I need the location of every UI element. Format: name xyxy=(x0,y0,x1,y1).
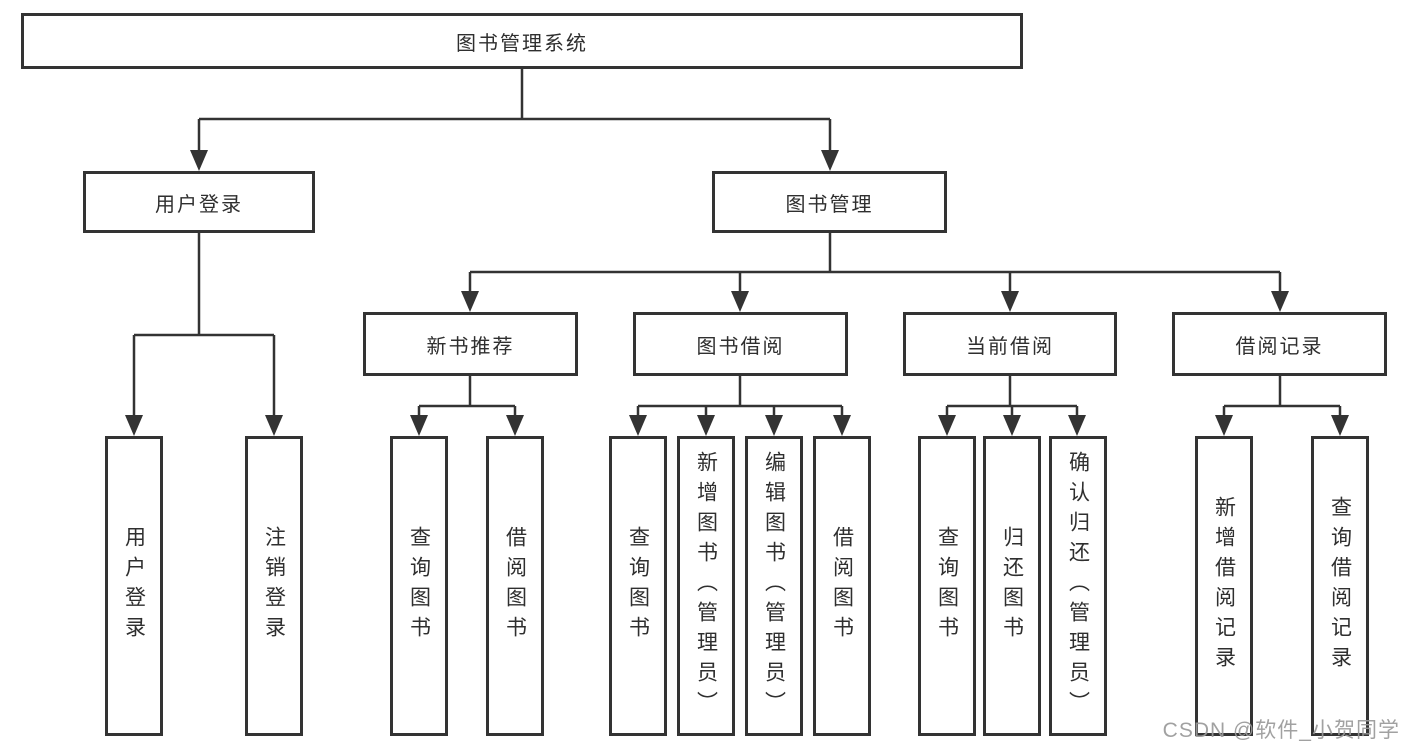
leaf-query-book-current-label: 查询图书 xyxy=(935,526,959,646)
node-user-login-label: 用户登录 xyxy=(155,193,243,216)
node-root-label: 图书管理系统 xyxy=(456,32,588,55)
leaf-edit-book-admin-label: 编辑图书（管理员） xyxy=(762,451,786,721)
leaf-user-login: 用户登录 xyxy=(105,436,163,736)
leaf-add-borrow-record: 新增借阅记录 xyxy=(1195,436,1253,736)
leaf-query-book-current: 查询图书 xyxy=(918,436,976,736)
leaf-borrow-book-label: 借阅图书 xyxy=(830,526,854,646)
leaf-query-book-recommend-label: 查询图书 xyxy=(407,526,431,646)
leaf-borrow-book-recommend-label: 借阅图书 xyxy=(503,526,527,646)
leaf-query-book-borrow-label: 查询图书 xyxy=(626,526,650,646)
csdn-watermark: CSDN @软件_小贺同学 xyxy=(1162,719,1400,742)
node-borrow-record-label: 借阅记录 xyxy=(1235,335,1324,358)
leaf-add-borrow-record-label: 新增借阅记录 xyxy=(1212,496,1236,676)
arrowheads xyxy=(125,150,1349,436)
node-current-borrow-label: 当前借阅 xyxy=(966,335,1054,358)
node-new-book-recommend: 新书推荐 xyxy=(363,312,578,376)
leaf-borrow-book-recommend: 借阅图书 xyxy=(486,436,544,736)
node-new-book-recommend-label: 新书推荐 xyxy=(426,335,515,358)
node-root: 图书管理系统 xyxy=(21,13,1023,69)
leaf-logout: 注销登录 xyxy=(245,436,303,736)
node-book-borrow: 图书借阅 xyxy=(633,312,848,376)
leaf-user-login-label: 用户登录 xyxy=(122,526,146,646)
leaf-edit-book-admin: 编辑图书（管理员） xyxy=(745,436,803,736)
node-book-management: 图书管理 xyxy=(712,171,947,233)
leaf-confirm-return-admin-label: 确认归还（管理员） xyxy=(1066,451,1090,721)
leaf-add-book-admin: 新增图书（管理员） xyxy=(677,436,735,736)
leaf-query-borrow-record-label: 查询借阅记录 xyxy=(1328,496,1352,676)
node-borrow-record: 借阅记录 xyxy=(1172,312,1387,376)
leaf-return-book: 归还图书 xyxy=(983,436,1041,736)
node-book-borrow-label: 图书借阅 xyxy=(696,335,785,358)
node-book-management-label: 图书管理 xyxy=(785,193,874,216)
leaf-logout-label: 注销登录 xyxy=(262,526,286,646)
leaf-borrow-book: 借阅图书 xyxy=(813,436,871,736)
node-current-borrow: 当前借阅 xyxy=(903,312,1117,376)
leaf-return-book-label: 归还图书 xyxy=(1000,526,1024,646)
leaf-add-book-admin-label: 新增图书（管理员） xyxy=(694,451,718,721)
leaf-query-book-borrow: 查询图书 xyxy=(609,436,667,736)
leaf-query-borrow-record: 查询借阅记录 xyxy=(1311,436,1369,736)
leaf-confirm-return-admin: 确认归还（管理员） xyxy=(1049,436,1107,736)
leaf-query-book-recommend: 查询图书 xyxy=(390,436,448,736)
node-user-login: 用户登录 xyxy=(83,171,315,233)
